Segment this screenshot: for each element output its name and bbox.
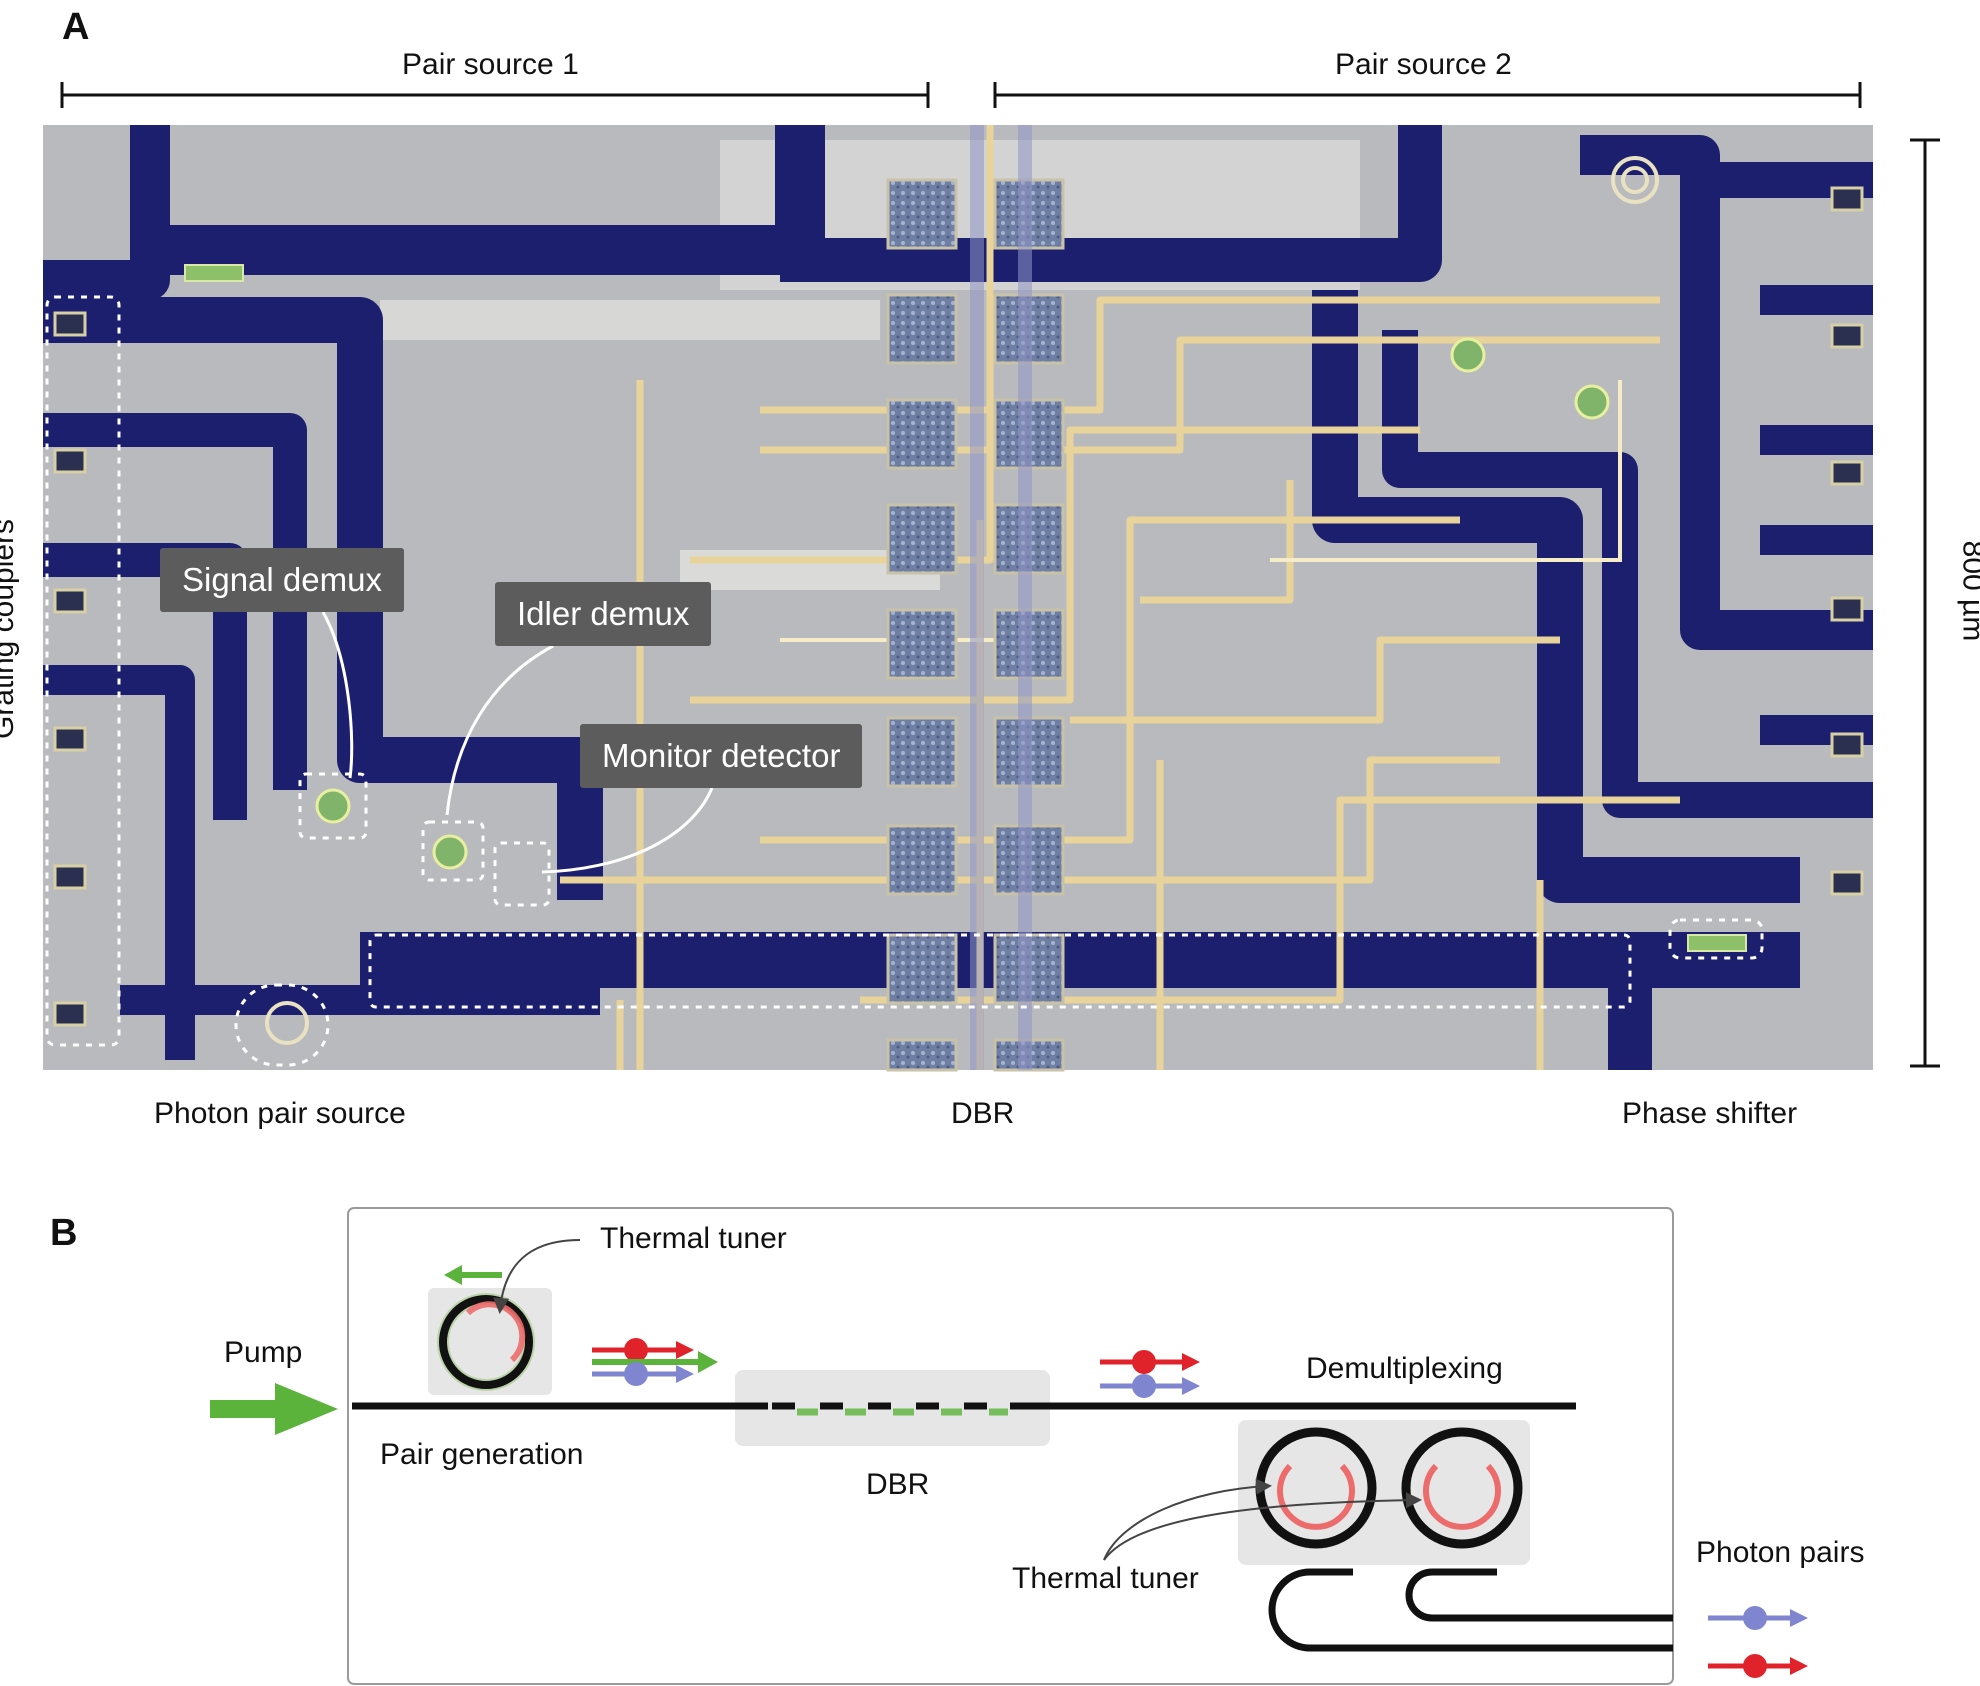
pair-generation-label: Pair generation (380, 1438, 584, 1471)
demultiplexing-label: Demultiplexing (1306, 1352, 1503, 1385)
pump-label: Pump (224, 1336, 303, 1369)
pair-source-2-label: Pair source 2 (1335, 48, 1512, 81)
thermal-tuner-top-label: Thermal tuner (600, 1222, 787, 1255)
pump-arrow (210, 1383, 338, 1435)
thermal-tuner-bottom-label: Thermal tuner (1012, 1562, 1199, 1595)
phase-shifter-label: Phase shifter (1622, 1097, 1798, 1130)
idler-demux-callout: Idler demux (495, 582, 712, 646)
signal-demux-callout: Signal demux (160, 548, 404, 612)
dbr-label-b: DBR (866, 1468, 930, 1501)
photon-pairs-label: Photon pairs (1696, 1536, 1865, 1569)
pair-source-1-label: Pair source 1 (402, 48, 579, 81)
photon-pair-source-label: Photon pair source (154, 1097, 406, 1130)
dbr-label-a: DBR (951, 1097, 1015, 1130)
monitor-detector-callout: Monitor detector (580, 724, 863, 788)
panel-a-letter: A (62, 6, 90, 48)
panel-b-letter: B (50, 1212, 78, 1254)
